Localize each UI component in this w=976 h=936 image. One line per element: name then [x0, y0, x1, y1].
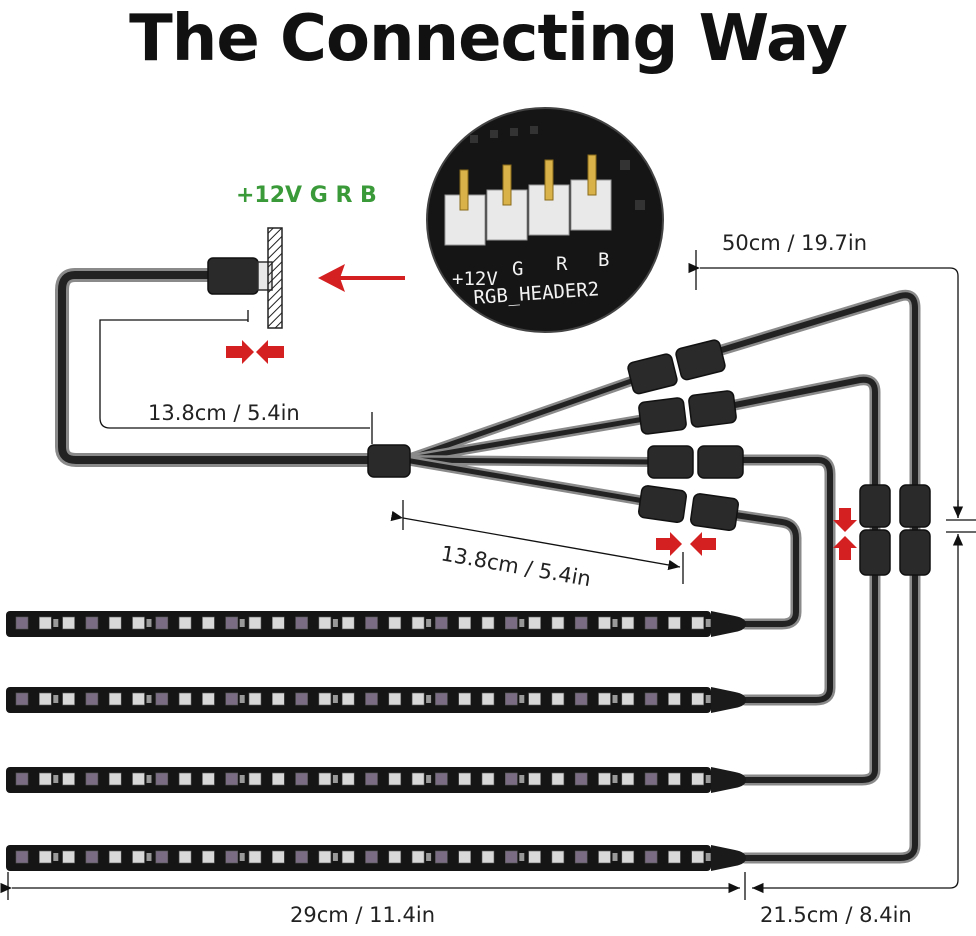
dimension-lines — [0, 250, 976, 900]
pin-label-b: B — [598, 249, 609, 271]
led-strips — [6, 611, 746, 871]
cables — [55, 268, 921, 864]
dim-extension-length: 13.8cm / 5.4in — [148, 401, 300, 425]
cable-to-strip-1 — [729, 509, 802, 630]
push-arrows-header — [226, 340, 284, 364]
branch-connector-4a — [638, 485, 687, 524]
led-strip-3 — [6, 767, 746, 793]
inline-connector-b-top — [899, 484, 931, 528]
dim-strip-cable-length: 21.5cm / 8.4in — [760, 903, 912, 927]
rgb-header-photo: +12V G R B RGB_HEADER2 — [426, 107, 664, 333]
dim-branch-length: 13.8cm / 5.4in — [439, 541, 593, 591]
main-extension-cable — [55, 268, 387, 467]
branch-connector-4b — [690, 493, 739, 532]
branch-connector-3b — [697, 445, 744, 479]
header-plug-connector — [207, 257, 259, 295]
branch-connector-1b — [675, 339, 726, 381]
cable-to-strip-2 — [736, 454, 836, 706]
led-strip-2 — [6, 687, 746, 713]
led-strip-1 — [6, 611, 746, 637]
header-wall — [267, 227, 283, 329]
branch-connector-1a — [627, 353, 678, 395]
splitter-hub-connector — [367, 444, 411, 478]
pin-label-g: G — [512, 258, 523, 280]
cable-to-strip-3 — [729, 374, 881, 786]
page-title: The Connecting Way — [129, 2, 848, 76]
push-arrows-inline — [833, 508, 857, 560]
branch-connector-2a — [638, 397, 687, 435]
pin-label: +12V G R B — [236, 183, 377, 208]
branch-connector-3a — [647, 445, 694, 479]
cable-to-strip-4 — [709, 289, 921, 864]
inline-connector-a-bottom — [859, 529, 891, 576]
branch-connector-2b — [688, 390, 737, 428]
inline-connector-a-top — [859, 484, 891, 528]
insert-arrow — [318, 264, 405, 292]
pin-label-12v: +12V — [452, 268, 498, 290]
push-arrows-branch — [656, 532, 716, 556]
led-strip-4 — [6, 845, 746, 871]
pin-label-r: R — [556, 253, 568, 275]
dim-long-cable-length: 50cm / 19.7in — [722, 231, 867, 255]
dim-strip-length: 29cm / 11.4in — [290, 903, 435, 927]
inline-connector-b-bottom — [899, 529, 931, 576]
